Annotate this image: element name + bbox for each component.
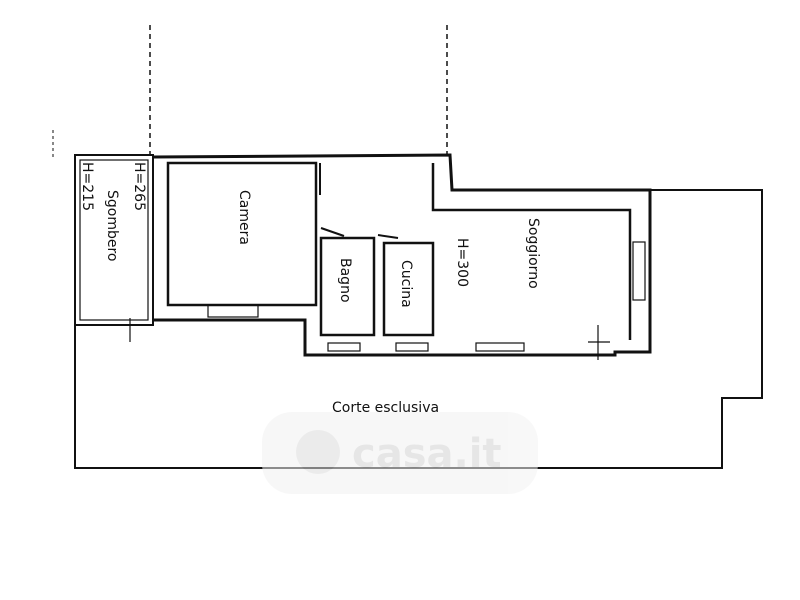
label-sgombero: Sgombero <box>104 190 120 262</box>
label-sgombero-h2: H=215 <box>79 162 95 211</box>
apartment-outer-wall <box>152 153 652 357</box>
corridor-wall <box>431 163 632 340</box>
storeroom-wall <box>74 154 154 326</box>
bagno-room <box>319 236 376 337</box>
window-bottom-3 <box>475 342 525 352</box>
label-soggiorno: Soggiorno <box>525 218 541 289</box>
watermark-logo-icon <box>296 430 340 474</box>
storeroom-inner-wall <box>79 159 149 321</box>
bagno-door <box>320 227 345 237</box>
window-bottom-2 <box>395 342 429 352</box>
courtyard-outline <box>74 155 763 469</box>
window-right <box>632 241 646 301</box>
label-corte: Corte esclusiva <box>332 400 439 416</box>
label-sgombero-h1: H=265 <box>131 162 147 211</box>
window-bottom-1 <box>327 342 361 352</box>
label-bagno: Bagno <box>337 258 353 303</box>
watermark-text: casa.it <box>352 431 502 477</box>
camera-window <box>207 304 259 318</box>
watermark: casa.it <box>262 412 538 494</box>
cucina-door <box>377 234 399 239</box>
watermark-bg <box>262 412 538 494</box>
label-soggiorno-h: H=300 <box>454 238 470 287</box>
label-camera: Camera <box>236 190 252 245</box>
label-cucina: Cucina <box>398 260 414 308</box>
cucina-room <box>382 241 435 337</box>
